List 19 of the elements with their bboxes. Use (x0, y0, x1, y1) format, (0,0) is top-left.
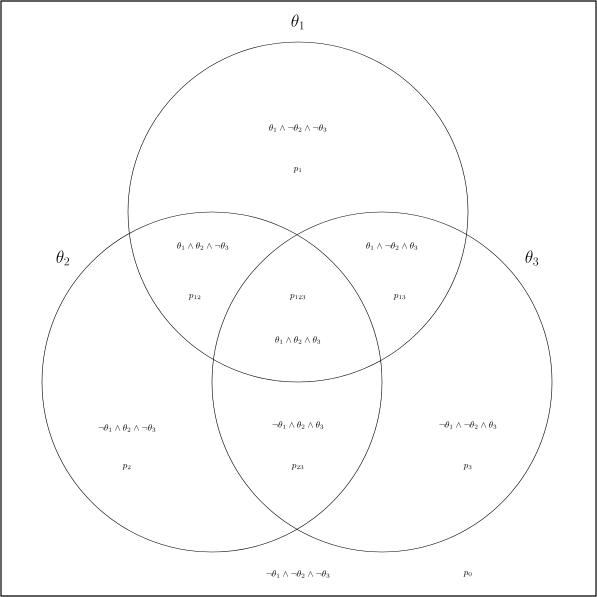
region-label: $p_3$ (463, 464, 472, 470)
circle-title: $\theta_3$ (526, 250, 538, 266)
region-label: $p_2$ (122, 464, 130, 470)
region-label: $\neg\theta_1 \wedge \theta_2 \wedge \theta_3$ (272, 421, 324, 429)
circle-title: $\theta_1$ (292, 14, 304, 30)
circle-title: $\theta_2$ (56, 250, 70, 266)
region-label: $p_0$ (463, 571, 472, 577)
region-label: $p_{23}$ (292, 464, 304, 470)
region-label: $\theta_1 \wedge \neg\theta_2 \wedge \neg\theta_3$ (269, 124, 326, 132)
region-label: $\neg\theta_1 \wedge \theta_2 \wedge \neg\theta_3$ (98, 424, 156, 432)
region-label: $p_1$ (293, 167, 302, 173)
region-label: $p_{13}$ (394, 294, 406, 300)
region-label: $\theta_1 \wedge \theta_2 \wedge \theta_3$ (275, 336, 320, 344)
region-label: $\theta_1 \wedge \neg\theta_2 \wedge \theta_3$ (366, 242, 418, 250)
region-label: $p_{123}$ (290, 294, 306, 300)
region-label: $\neg\theta_1 \wedge \neg\theta_2 \wedge \neg\theta_3$ (266, 570, 330, 578)
region-label: $\neg\theta_1 \wedge \neg\theta_2 \wedge \theta_3$ (439, 421, 496, 429)
region-label: $p_{12}$ (188, 294, 200, 300)
region-label: $\theta_1 \wedge \theta_2 \wedge \neg\theta_3$ (177, 242, 228, 250)
